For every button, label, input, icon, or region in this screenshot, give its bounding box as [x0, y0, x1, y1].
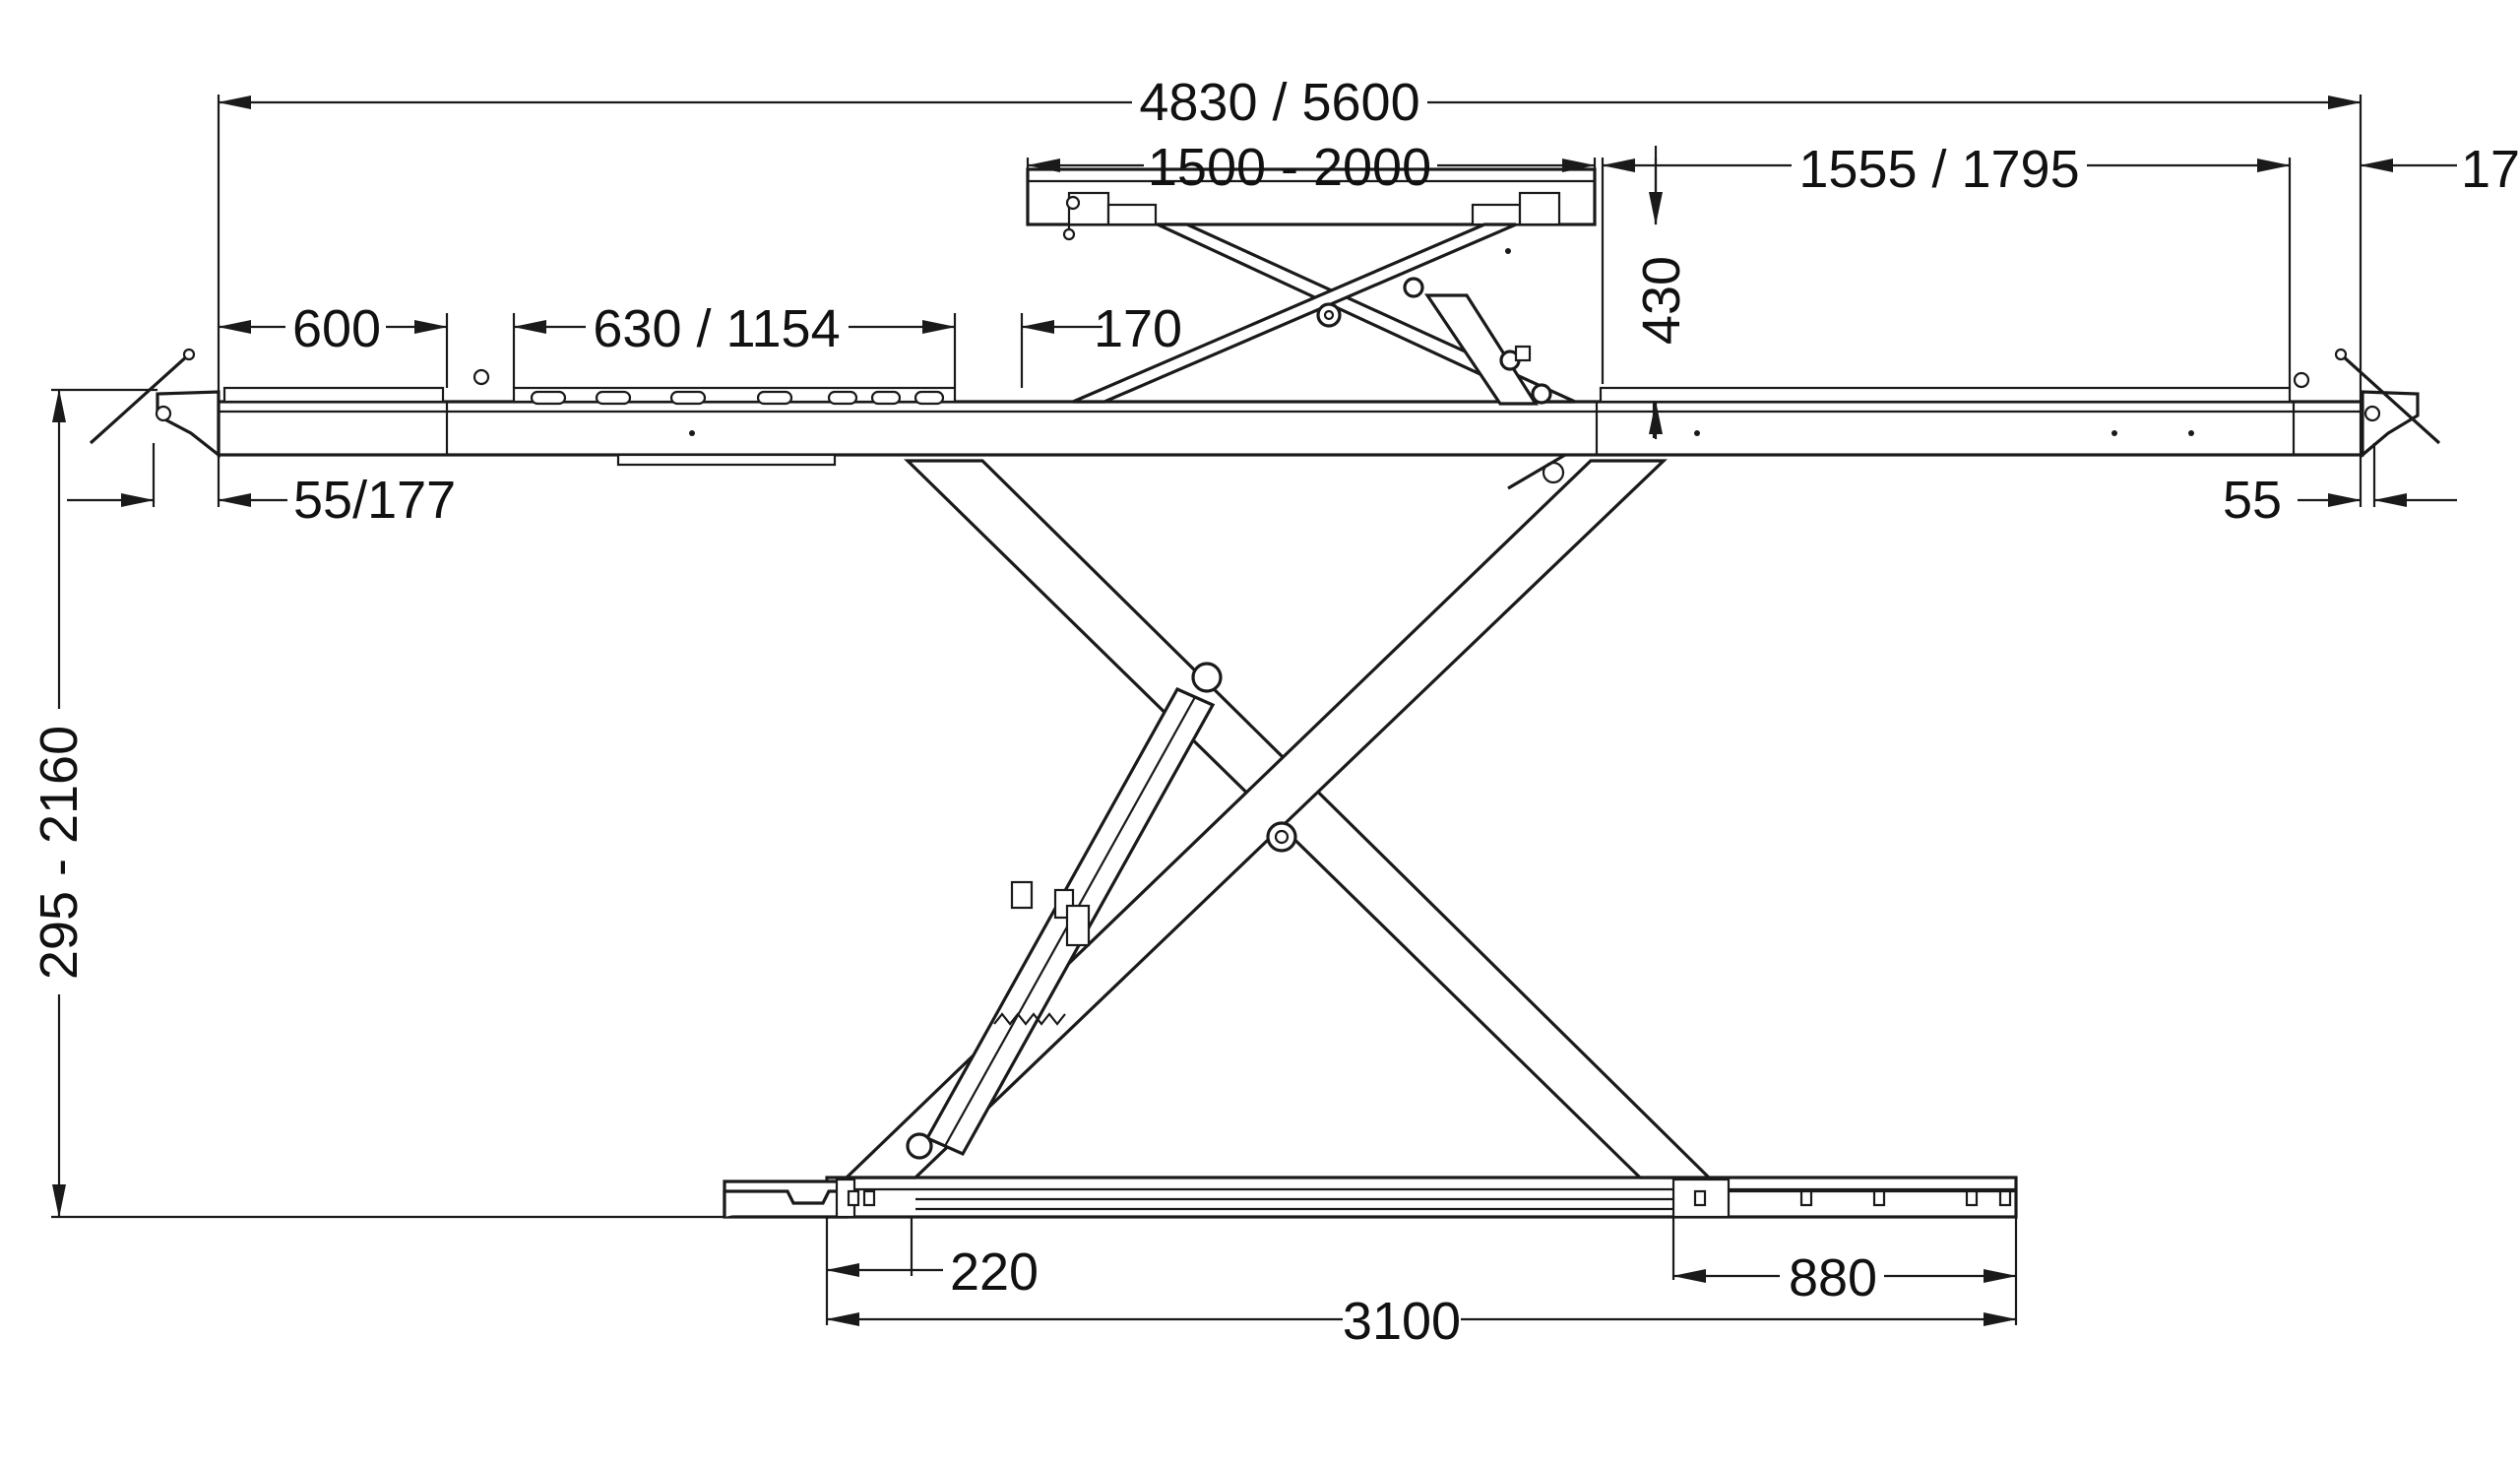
dim-platform-height: 430 [1632, 256, 1691, 345]
dim-right-length: 1555 / 1795 [1798, 140, 2079, 199]
dim-left-offset: 55/177 [293, 471, 456, 530]
ramp-left [89, 348, 220, 459]
main-hydraulic-cylinder [906, 662, 1223, 1160]
dim-overall-length: 4830 / 5600 [1139, 73, 1419, 132]
dimension-lines [51, 95, 2457, 1326]
dim-right-overhang: 170 [2461, 140, 2520, 199]
ramp-right [2293, 348, 2441, 459]
dim-base-right: 880 [1789, 1248, 1877, 1307]
dim-lift-height: 295 - 2160 [30, 726, 89, 980]
dim-right-offset: 55 [2223, 471, 2282, 530]
dim-base-left: 220 [950, 1243, 1039, 1302]
platform-markers [472, 368, 2194, 436]
dim-left-extension: 600 [292, 299, 381, 358]
jack-scissor-arms [1072, 223, 1576, 490]
dim-pad-width: 1500 - 2000 [1148, 138, 1431, 197]
jack-platform [1026, 167, 1597, 254]
base-frame [723, 1176, 2018, 1219]
dim-offset-170: 170 [1094, 299, 1182, 358]
dimension-labels: 4830 / 5600 1500 - 2000 1555 / 1795 170 … [30, 73, 2520, 1351]
base-bolts [847, 1189, 2012, 1207]
dim-slot-range: 630 / 1154 [593, 299, 840, 358]
platform-slots [530, 390, 945, 406]
dim-base-length: 3100 [1343, 1292, 1461, 1351]
